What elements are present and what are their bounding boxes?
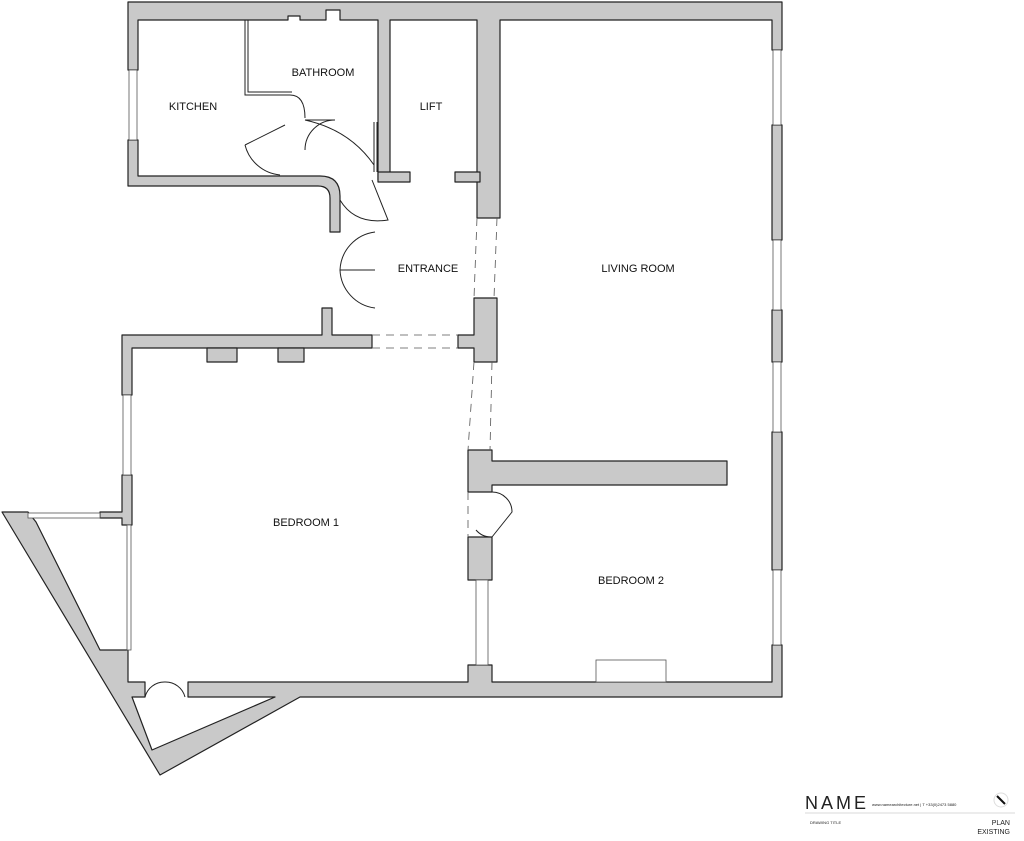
room-label-entrance: ENTRANCE: [398, 263, 459, 275]
wall-bedroom1-left: [99, 474, 133, 526]
wall-central: [457, 297, 498, 363]
wall-top: [127, 1, 783, 219]
room-label-kitchen: KITCHEN: [169, 101, 217, 113]
window: [772, 569, 782, 646]
opening: [467, 361, 493, 451]
window: [27, 512, 101, 519]
window: [122, 394, 132, 476]
door-swing: [339, 179, 389, 222]
drawing-title-line2: EXISTING: [977, 829, 1010, 836]
wall-right: [771, 431, 783, 571]
door-swing: [244, 124, 286, 176]
window: [128, 69, 138, 141]
door-swing: [144, 681, 186, 698]
drawing-title-line1: PLAN: [991, 820, 1010, 827]
opening: [372, 334, 458, 349]
door-swing: [475, 491, 513, 538]
window: [772, 361, 782, 433]
contact-info: www.namearchitecture.net | T +33(0)2473 …: [872, 802, 957, 807]
logo: NAME: [805, 793, 870, 813]
wall-bedroom1-top: [121, 307, 373, 396]
room-label-bedroom2: BEDROOM 2: [598, 575, 664, 587]
drawing-title-label: DRAWING TITLE: [810, 820, 842, 825]
wall-lift-stub: [377, 171, 411, 183]
bathroom-wall: [373, 122, 378, 172]
door-swing: [304, 119, 375, 166]
wall-bottom: [1, 511, 783, 776]
room-label-lift: LIFT: [420, 101, 443, 113]
wall-right: [771, 309, 783, 363]
room-label-bedroom1: BEDROOM 1: [273, 517, 339, 529]
door-swing: [339, 231, 376, 309]
wall-kitchen: [127, 139, 341, 233]
room-label-bathroom: BATHROOM: [292, 67, 355, 79]
column: [277, 347, 305, 363]
window: [772, 49, 782, 126]
window: [126, 524, 132, 651]
opening: [473, 217, 498, 299]
wall-right: [771, 124, 783, 241]
fireplace: [595, 659, 667, 683]
wall-central: [467, 536, 493, 581]
window: [475, 579, 489, 666]
wall-bedroom2-top: [467, 449, 728, 493]
window: [772, 239, 782, 311]
room-label-living-room: LIVING ROOM: [601, 263, 674, 275]
column: [206, 347, 238, 363]
bathroom-wall: [244, 20, 306, 119]
north-arrow-icon: [993, 792, 1009, 808]
wall-lift-stub: [454, 171, 481, 183]
